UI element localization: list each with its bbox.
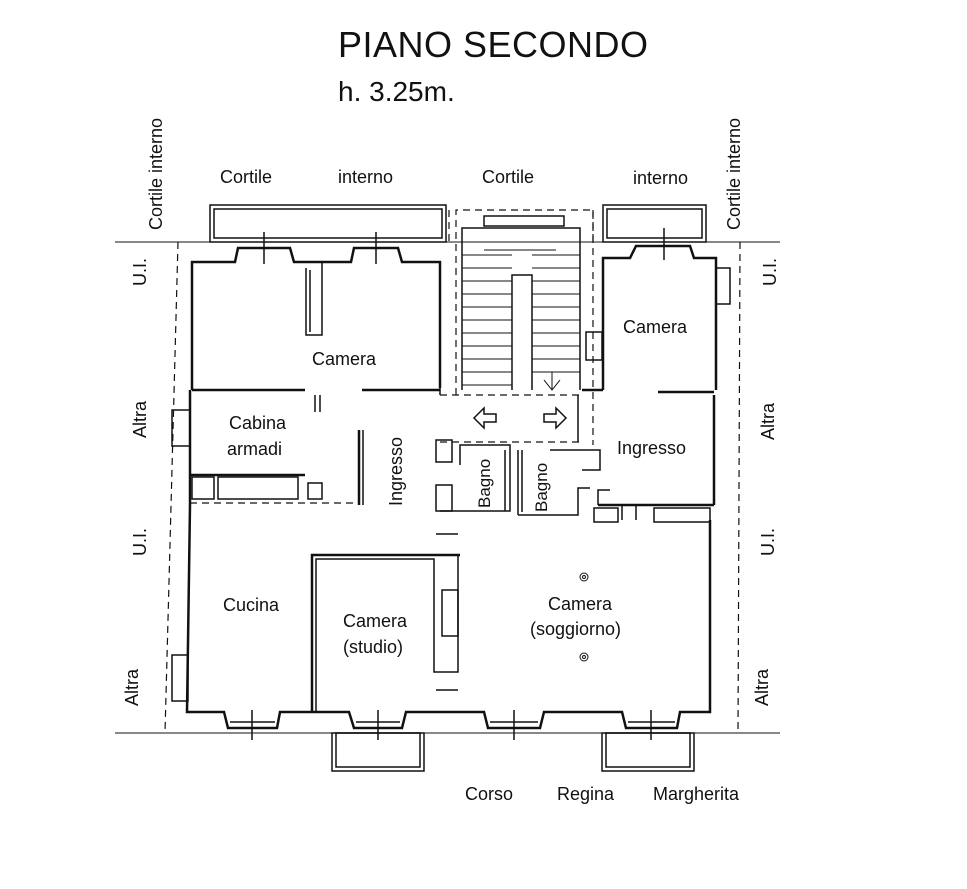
balconies <box>209 204 707 772</box>
room-cabina-line-1: Cabina <box>229 413 287 433</box>
label-street-corso: Corso <box>465 784 513 804</box>
room-ingresso-left: Ingresso <box>386 437 406 506</box>
property-lines <box>115 210 780 734</box>
room-bagno-2: Bagno <box>532 463 551 512</box>
room-studio-line-1: Camera <box>343 611 408 631</box>
label-interno-1: interno <box>338 167 393 187</box>
interior-walls <box>190 262 714 712</box>
room-camera-top-left: Camera <box>312 349 377 369</box>
room-soggiorno-line-1: Camera <box>548 594 613 614</box>
label-left-altra-2: Altra <box>122 668 142 706</box>
label-right-ui-2: U.I. <box>758 528 778 556</box>
room-camera-top-right: Camera <box>623 317 688 337</box>
room-soggiorno-line-2: (soggiorno) <box>530 619 621 639</box>
label-street-regina: Regina <box>557 784 615 804</box>
label-right-ui-1: U.I. <box>760 258 780 286</box>
label-left-ui-2: U.I. <box>130 528 150 556</box>
label-left-altra-1: Altra <box>130 400 150 438</box>
room-cabina-line-2: armadi <box>227 439 282 459</box>
room-labels: Camera Cabina armadi Ingresso Bagno Bagn… <box>223 317 688 657</box>
room-bagno-1: Bagno <box>475 459 494 508</box>
arrow-left-icon <box>472 406 497 430</box>
label-cortile-1: Cortile <box>220 167 272 187</box>
label-cortile-2: Cortile <box>482 167 534 187</box>
plan-height: h. 3.25m. <box>338 76 455 107</box>
room-ingresso-right: Ingresso <box>617 438 686 458</box>
label-right-altra-2: Altra <box>752 668 772 706</box>
room-cucina: Cucina <box>223 595 280 615</box>
label-left-ui-1: U.I. <box>130 258 150 286</box>
windows <box>171 228 731 740</box>
label-right-altra-1: Altra <box>758 402 778 440</box>
label-corner-left: Cortile interno <box>146 118 166 230</box>
label-interno-2: interno <box>633 168 688 188</box>
surroundings-labels: Cortile interno Cortile interno Cortile … <box>122 118 780 804</box>
room-studio-line-2: (studio) <box>343 637 403 657</box>
plan-title: PIANO SECONDO <box>338 24 649 65</box>
label-street-margherita: Margherita <box>653 784 740 804</box>
label-corner-right: Cortile interno <box>724 118 744 230</box>
arrow-right-icon <box>543 406 568 430</box>
staircase <box>455 209 594 445</box>
